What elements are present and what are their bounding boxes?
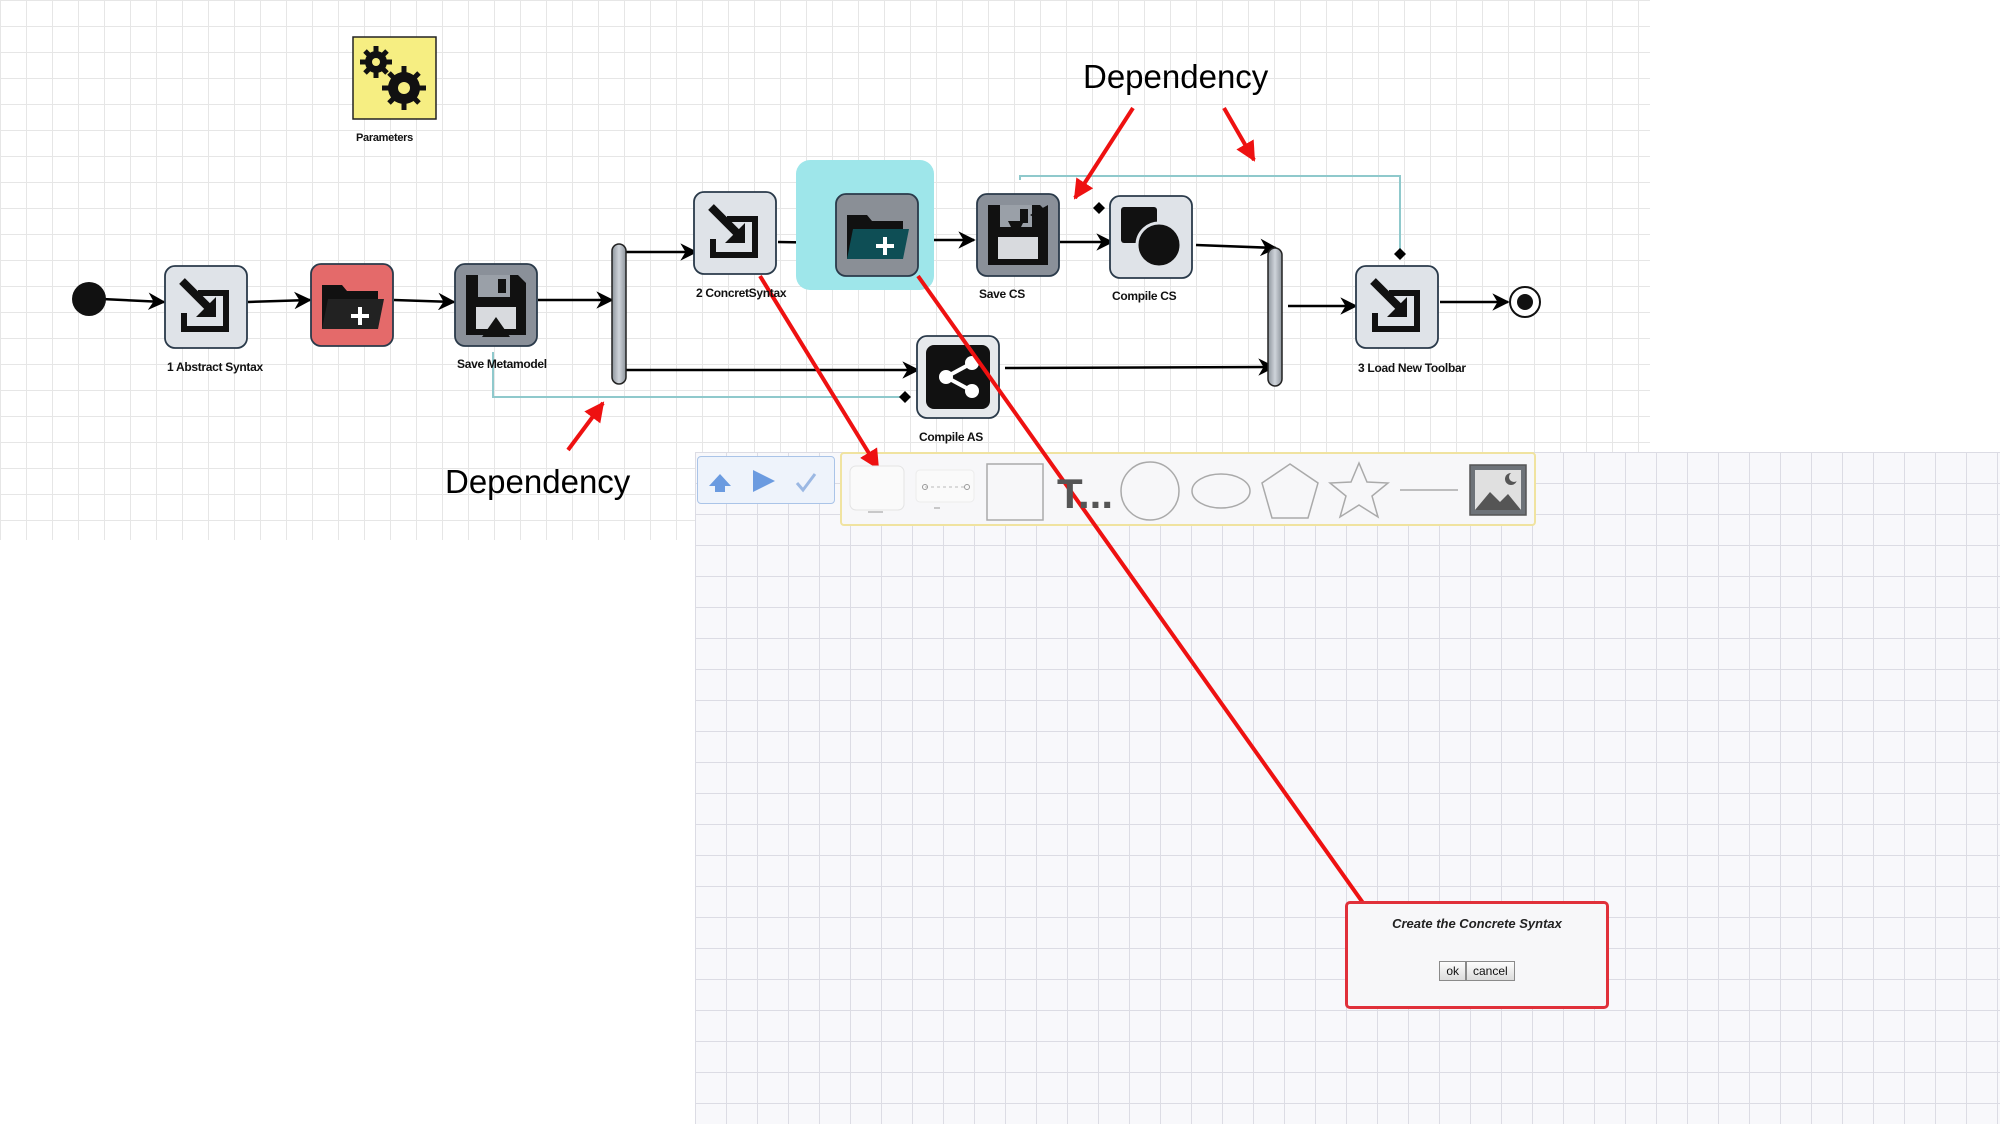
task-label-compile-cs: Compile CS xyxy=(1112,289,1177,303)
task-label-compile-as: Compile AS xyxy=(919,430,983,444)
pentagon-shape[interactable] xyxy=(1261,463,1319,519)
dependency-annotation-top: Dependency xyxy=(1083,58,1269,95)
dialog-message: Create the Concrete Syntax xyxy=(1392,916,1562,931)
task-node-save-metamodel[interactable] xyxy=(454,263,538,347)
ellipse-shape[interactable] xyxy=(1191,473,1251,509)
join-bar[interactable] xyxy=(1267,247,1283,387)
task-node-create-folder-2[interactable] xyxy=(835,193,919,277)
share-nodes-icon xyxy=(926,345,990,409)
gears-icon xyxy=(360,46,426,110)
task-label-concrete-syntax: 2 ConcretSyntax xyxy=(696,286,787,300)
rectangle-shape[interactable] xyxy=(986,463,1044,521)
shapes-icon xyxy=(1121,207,1183,269)
dependency-markers xyxy=(899,202,1406,403)
task-node-compile-as[interactable] xyxy=(916,335,1000,419)
check-icon[interactable] xyxy=(795,473,817,493)
start-node[interactable] xyxy=(72,282,106,316)
task-shape[interactable] xyxy=(849,465,905,513)
task-label-abstract-syntax: 1 Abstract Syntax xyxy=(167,360,263,374)
arrow-up-icon[interactable] xyxy=(709,474,731,492)
import-arrow-icon xyxy=(1370,278,1420,332)
folder-plus-icon xyxy=(847,215,909,259)
task-label-load-new-toolbar: 3 Load New Toolbar xyxy=(1358,361,1466,375)
dependency-lines xyxy=(492,175,1401,398)
floppy-disk-icon xyxy=(988,205,1048,265)
task-label-save-metamodel: Save Metamodel xyxy=(457,357,547,371)
import-arrow-icon xyxy=(179,278,229,332)
end-node[interactable] xyxy=(1509,286,1541,318)
cancel-button[interactable]: cancel xyxy=(1466,961,1515,981)
dependency-annotation-bottom: Dependency xyxy=(445,463,631,500)
task-node-load-new-toolbar[interactable] xyxy=(1355,265,1439,349)
annotation-arrows xyxy=(566,106,1380,926)
parameters-node[interactable] xyxy=(352,36,437,120)
task-node-save-cs[interactable] xyxy=(976,193,1060,277)
task-node-compile-cs[interactable] xyxy=(1109,195,1193,279)
task-node-abstract-syntax[interactable] xyxy=(164,265,248,349)
circle-shape[interactable] xyxy=(1120,461,1180,521)
star-shape[interactable] xyxy=(1328,461,1390,519)
floppy-disk-icon xyxy=(466,275,526,337)
editor-canvas xyxy=(695,452,2000,1124)
folder-plus-icon xyxy=(322,285,384,329)
text-shape[interactable]: T... xyxy=(1057,470,1113,517)
flow-arrows xyxy=(101,231,1510,379)
image-shape[interactable] xyxy=(1469,464,1527,516)
fork-bar[interactable] xyxy=(611,243,627,385)
play-icon[interactable] xyxy=(753,470,775,492)
task-node-concrete-syntax[interactable] xyxy=(693,191,777,275)
connector-shape[interactable] xyxy=(915,469,975,509)
task-node-create-folder-1[interactable] xyxy=(310,263,394,347)
ok-button[interactable]: ok xyxy=(1439,961,1466,981)
parameters-label: Parameters xyxy=(356,132,413,144)
import-arrow-icon xyxy=(708,204,758,258)
task-label-save-cs: Save CS xyxy=(979,287,1025,301)
